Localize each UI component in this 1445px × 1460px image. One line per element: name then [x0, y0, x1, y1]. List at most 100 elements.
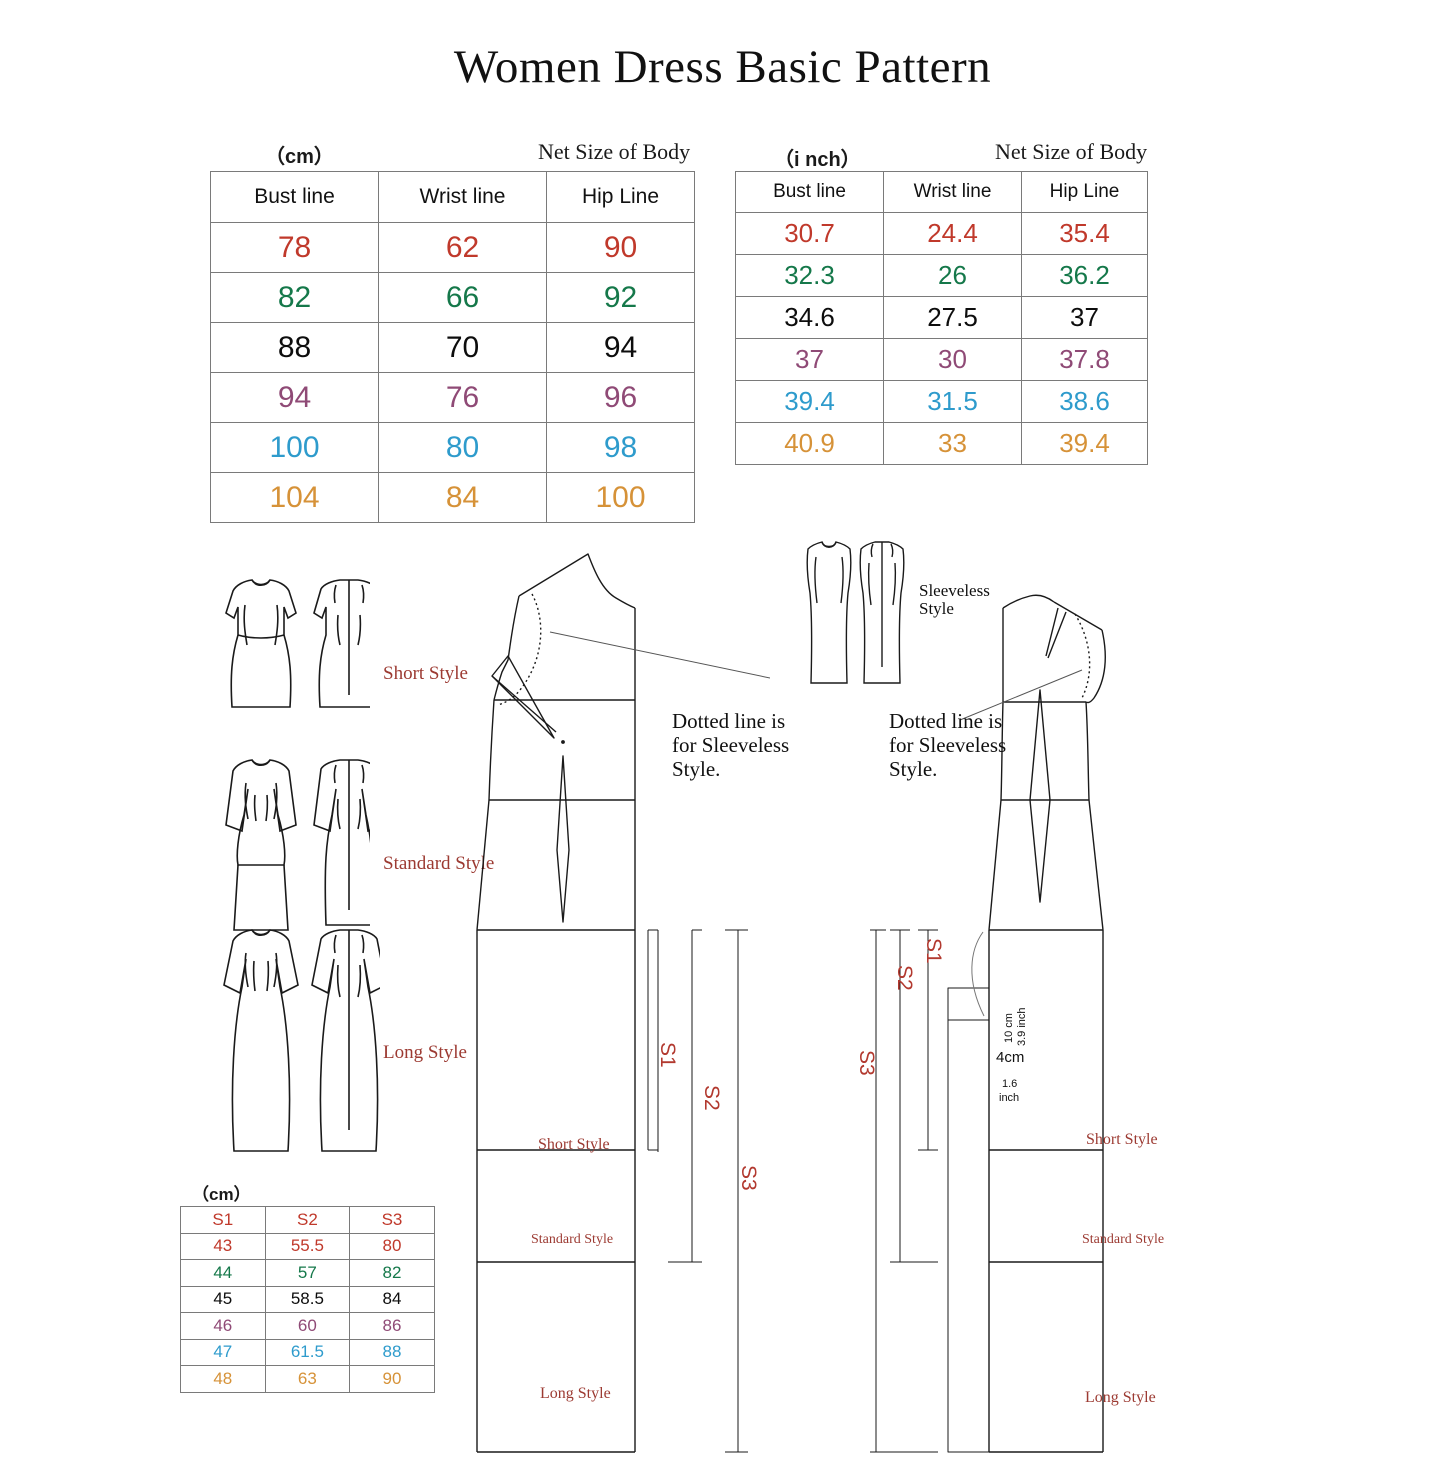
- label-long-style-illustration: Long Style: [383, 1042, 467, 1063]
- table-header-row: Bust line Wrist line Hip Line: [210, 171, 695, 223]
- cell-s3: 88: [349, 1338, 435, 1366]
- label-standard-style-illustration: Standard Style: [383, 853, 495, 874]
- sleeveless-dotted-armhole: [1074, 613, 1091, 699]
- front-segment-label-s3: S3: [737, 1165, 760, 1191]
- dress-illustrations-short: [200, 575, 370, 725]
- back-dotted-note-line1: Dotted line is: [889, 709, 1003, 733]
- dress-front-sleeveless-icon: [806, 541, 852, 684]
- back-pattern-label-short: Short Style: [1086, 1131, 1158, 1148]
- table-row: 44 57 82: [180, 1259, 435, 1287]
- front-pattern-draft: [470, 550, 770, 1460]
- front-dotted-note-line2: for Sleeveless: [672, 733, 790, 757]
- table-row: 40.9 33 39.4: [735, 422, 1148, 465]
- table-row: 43 55.5 80: [180, 1232, 435, 1260]
- inch-unit-label: （i nch）: [774, 149, 861, 171]
- cell-hip: 37.8: [1021, 338, 1148, 381]
- page-title: Women Dress Basic Pattern: [453, 41, 992, 93]
- label-short-style-illustration: Short Style: [383, 663, 468, 684]
- cell-s2: 63: [264, 1365, 351, 1393]
- back-dotted-note-line2: for Sleeveless: [889, 733, 1007, 757]
- cell-s3: 84: [349, 1285, 435, 1313]
- cell-s1: 43: [180, 1232, 266, 1260]
- cell-wrist: 24.4: [883, 212, 1022, 255]
- cell-hip: 90: [546, 222, 695, 273]
- cell-wrist: 31.5: [883, 380, 1022, 423]
- dress-back-long-icon: [311, 929, 380, 1152]
- cell-hip: 36.2: [1021, 254, 1148, 297]
- back-segment-label-s3: S3: [855, 1050, 878, 1076]
- column-header-hip: Hip Line: [546, 171, 695, 223]
- cell-wrist: 30: [883, 338, 1022, 381]
- cell-s2: 55.5: [264, 1232, 351, 1260]
- cm-table-caption: Net Size of Body: [538, 139, 691, 164]
- cell-s1: 47: [180, 1338, 266, 1366]
- cell-wrist: 84: [378, 472, 547, 523]
- dim-label-1-6: 1.6: [1002, 1078, 1018, 1090]
- hem-facing-detail: [947, 931, 990, 1453]
- table-row: 37 30 37.8: [735, 338, 1148, 381]
- segment-brackets: [870, 929, 938, 1453]
- dress-front-standard-icon: [225, 759, 297, 931]
- dress-illustrations-standard: [200, 755, 370, 945]
- cell-bust: 100: [210, 422, 379, 473]
- table-row: 100 80 98: [210, 422, 695, 473]
- table-row: 94 76 96: [210, 372, 695, 423]
- cell-s2: 61.5: [264, 1338, 351, 1366]
- table-header-row: Bust line Wrist line Hip Line: [735, 171, 1148, 213]
- column-header-s3: S3: [349, 1206, 435, 1234]
- cell-bust: 88: [210, 322, 379, 373]
- cell-bust: 104: [210, 472, 379, 523]
- cell-hip: 37: [1021, 296, 1148, 339]
- dress-back-standard-icon: [313, 759, 370, 926]
- table-row: 82 66 92: [210, 272, 695, 323]
- cell-wrist: 80: [378, 422, 547, 473]
- cell-bust: 34.6: [735, 296, 884, 339]
- cell-hip: 96: [546, 372, 695, 423]
- cell-bust: 37: [735, 338, 884, 381]
- dress-illustrations-long: [200, 925, 380, 1170]
- cell-s3: 82: [349, 1259, 435, 1287]
- back-segment-label-s1: S1: [922, 938, 945, 964]
- shoulder-dart: [491, 655, 557, 739]
- cell-s3: 86: [349, 1312, 435, 1340]
- back-waist-dart-diamond: [1029, 689, 1051, 903]
- table-row: 34.6 27.5 37: [735, 296, 1148, 339]
- table-row: 48 63 90: [180, 1365, 435, 1393]
- cell-hip: 35.4: [1021, 212, 1148, 255]
- cell-wrist: 27.5: [883, 296, 1022, 339]
- front-segment-label-s1: S1: [656, 1042, 679, 1068]
- column-header-wrist: Wrist line: [378, 171, 547, 223]
- column-header-hip: Hip Line: [1021, 171, 1148, 213]
- back-shoulder-dart: [1045, 607, 1067, 659]
- cell-bust: 40.9: [735, 422, 884, 465]
- dress-back-sleeveless-icon: [859, 541, 905, 684]
- label-sleeveless-style-line1: Sleeveless: [919, 581, 990, 600]
- front-pattern-label-standard: Standard Style: [531, 1232, 614, 1247]
- column-header-bust: Bust line: [735, 171, 884, 213]
- back-pattern-label-long: Long Style: [1085, 1389, 1156, 1406]
- waist-dart-diamond: [556, 740, 570, 923]
- cell-wrist: 62: [378, 222, 547, 273]
- back-dotted-note-line3: Style.: [889, 757, 938, 781]
- front-segment-label-s2: S2: [700, 1085, 723, 1111]
- cell-hip: 94: [546, 322, 695, 373]
- dotted-note-leader-line: [959, 669, 1083, 721]
- net-size-table-inch: Bust line Wrist line Hip Line 30.7 24.4 …: [735, 171, 1148, 465]
- cell-s3: 80: [349, 1232, 435, 1260]
- dim-label-10cm: 10 cm: [1003, 1013, 1015, 1043]
- table-row: 104 84 100: [210, 472, 695, 523]
- back-pattern-label-standard: Standard Style: [1082, 1232, 1165, 1247]
- cell-wrist: 76: [378, 372, 547, 423]
- dim-label-4cm: 4cm: [996, 1049, 1025, 1066]
- cell-s2: 57: [264, 1259, 351, 1287]
- cell-bust: 30.7: [735, 212, 884, 255]
- dress-back-short-icon: [313, 579, 370, 708]
- dress-illustrations-sleeveless: [790, 535, 905, 695]
- cell-s1: 46: [180, 1312, 266, 1340]
- cell-s2: 58.5: [264, 1285, 351, 1313]
- net-size-table-cm: Bust line Wrist line Hip Line 78 62 90 8…: [210, 171, 695, 523]
- sleeveless-dotted-armhole: [497, 593, 542, 706]
- table-row: 88 70 94: [210, 322, 695, 373]
- table-row: 78 62 90: [210, 222, 695, 273]
